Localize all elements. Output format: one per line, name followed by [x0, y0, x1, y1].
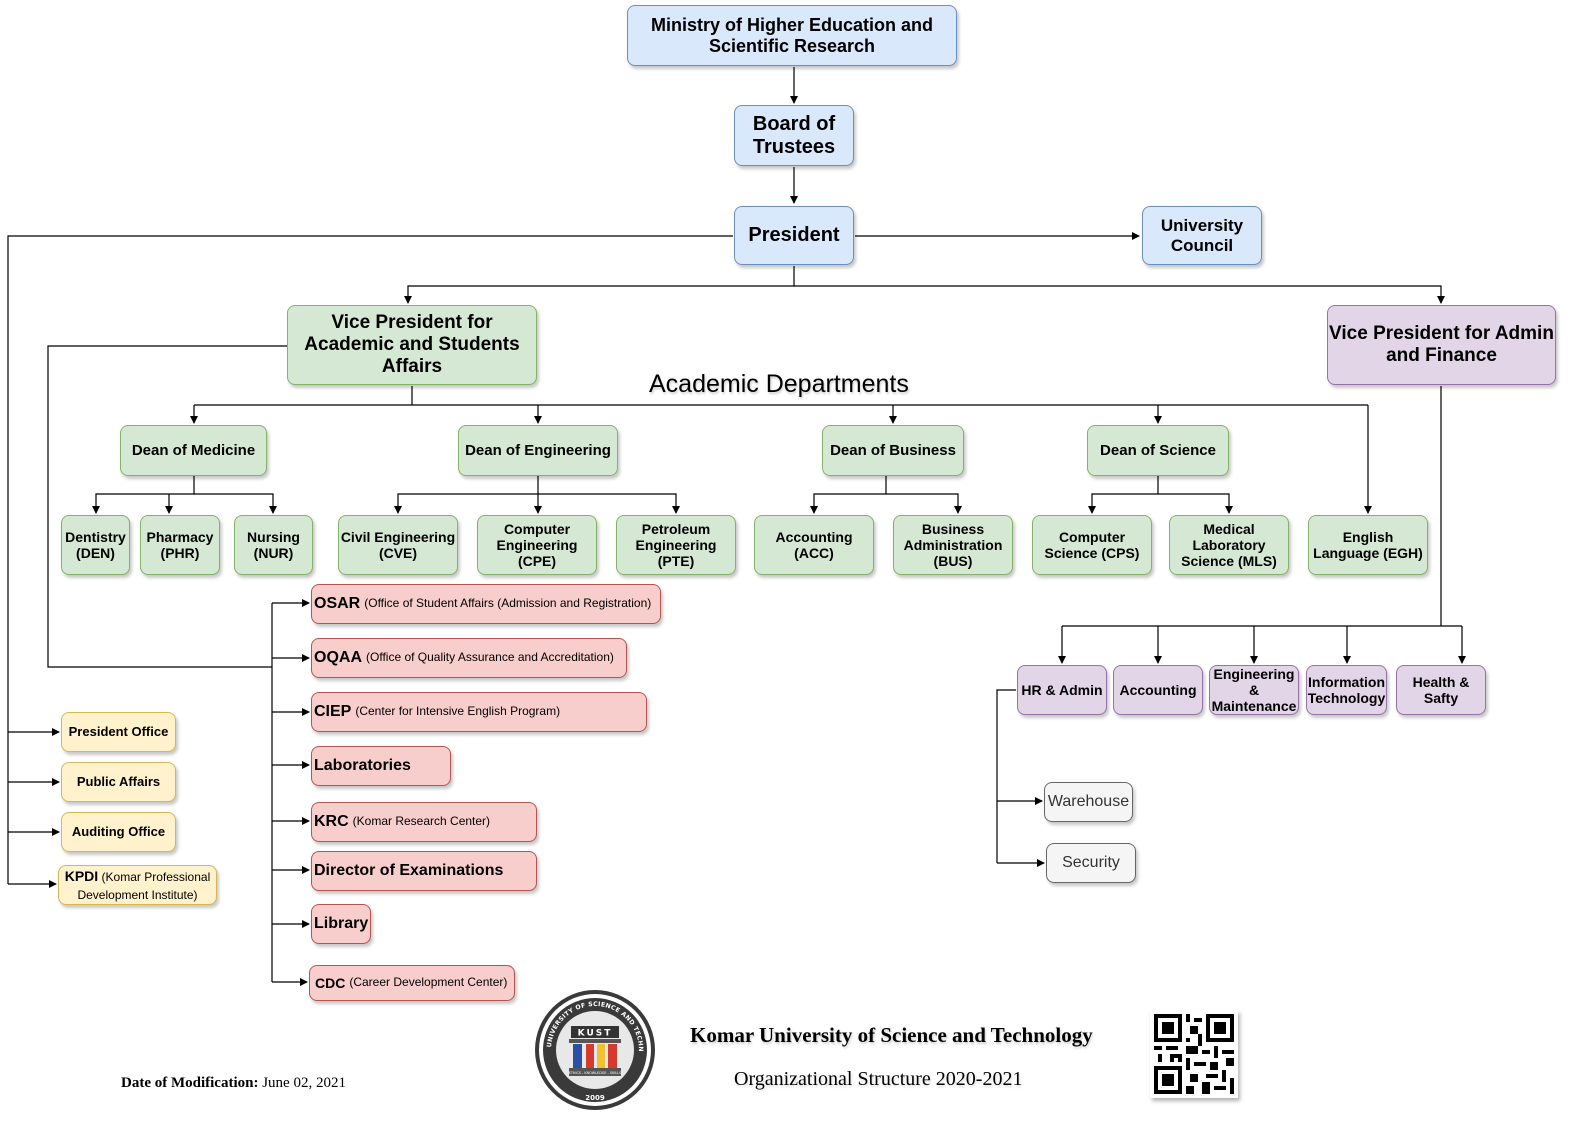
- office-labs-box: Laboratories: [311, 746, 451, 786]
- office-full: (Komar Research Center): [352, 814, 491, 829]
- dept-business-admin-label: Business Administration (BUS): [903, 520, 1003, 570]
- dept-english-label: English Language (EGH): [1313, 528, 1423, 561]
- dean-engineering-label: Dean of Engineering: [465, 441, 611, 459]
- dept-box: Computer Science (CPS): [1032, 515, 1152, 575]
- office-full: (Office of Quality Assurance and Accredi…: [366, 650, 614, 665]
- logo-badge: KUST: [578, 1029, 613, 1039]
- admin-unit-box: Information Technology: [1306, 665, 1387, 715]
- office-abbr: Director of Examinations: [314, 861, 504, 879]
- kpdi-abbr: KPDI: [64, 868, 99, 885]
- president-office-label: President Office: [68, 723, 169, 739]
- admin-unit-box: Engineering & Maintenance: [1209, 665, 1299, 715]
- dept-pharmacy-label: Pharmacy (PHR): [146, 528, 214, 561]
- office-library-box: Library: [311, 904, 371, 944]
- date-label: Date of Modification:: [121, 1075, 259, 1091]
- dean-business-box: Dean of Business: [822, 425, 964, 476]
- admin-unit-health-label: Health & Safty: [1412, 673, 1470, 706]
- dept-box: Pharmacy (PHR): [140, 515, 220, 575]
- council-box: University Council: [1142, 206, 1262, 265]
- security-box: Security: [1046, 843, 1136, 883]
- board-label: Board of Trustees: [752, 112, 836, 158]
- kpdi-box: KPDI (Komar Professional Development Ins…: [58, 865, 217, 905]
- dean-business-label: Dean of Business: [830, 441, 956, 459]
- office-full: (Center for Intensive English Program): [355, 704, 561, 719]
- admin-unit-box: Health & Safty: [1396, 665, 1486, 715]
- dept-computer-eng-label: Computer Engineering (CPE): [496, 520, 578, 570]
- auditing-office-box: Auditing Office: [61, 812, 176, 852]
- kpdi-label: KPDI (Komar Professional Development Ins…: [59, 866, 216, 904]
- office-full: (Office of Student Affairs (Admission an…: [364, 596, 652, 611]
- president-office-box: President Office: [61, 712, 176, 752]
- warehouse-box: Warehouse: [1044, 782, 1133, 822]
- auditing-office-label: Auditing Office: [71, 823, 166, 839]
- admin-unit-hr-label: HR & Admin: [1021, 681, 1103, 698]
- dept-nursing-label: Nursing (NUR): [247, 528, 300, 561]
- date-value: June 02, 2021: [262, 1075, 346, 1091]
- academic-departments-label: Academic Departments: [649, 370, 909, 398]
- dean-medicine-box: Dean of Medicine: [120, 425, 267, 476]
- logo-year: 2009: [585, 1094, 605, 1102]
- office-oqaa-box: OQAA (Office of Quality Assurance and Acc…: [311, 638, 627, 678]
- dept-box: Medical Laboratory Science (MLS): [1169, 515, 1289, 575]
- board-box: Board of Trustees: [734, 105, 854, 166]
- dept-box: Nursing (NUR): [234, 515, 313, 575]
- council-label: University Council: [1160, 215, 1244, 255]
- public-affairs-label: Public Affairs: [76, 773, 161, 789]
- dept-civil-label: Civil Engineering (CVE): [340, 528, 456, 561]
- university-logo: KOMAR UNIVERSITY OF SCIENCE AND TECHNOLO…: [533, 988, 655, 1110]
- vp-admin-box: Vice President for Admin and Finance: [1327, 305, 1556, 385]
- logo-motto: ETHICS - KNOWLEDGE - SKILLS: [569, 1071, 622, 1075]
- office-abbr: KRC: [314, 812, 349, 830]
- dept-dentistry-label: Dentistry (DEN): [65, 528, 126, 561]
- dept-box: Business Administration (BUS): [893, 515, 1013, 575]
- university-name: Komar University of Science and Technolo…: [690, 1023, 1093, 1047]
- security-label: Security: [1062, 853, 1120, 871]
- structure-subtitle: Organizational Structure 2020-2021: [734, 1068, 1023, 1090]
- ministry-label: Ministry of Higher Education and Scienti…: [650, 14, 933, 56]
- admin-unit-box: HR & Admin: [1017, 665, 1107, 715]
- dean-science-box: Dean of Science: [1087, 425, 1229, 476]
- vp-academic-label: Vice President for Academic and Students…: [304, 312, 520, 377]
- office-abbr: Library: [314, 914, 369, 932]
- dean-medicine-label: Dean of Medicine: [131, 441, 256, 459]
- office-exams-box: Director of Examinations: [311, 851, 537, 891]
- dept-petroleum-label: Petroleum Engineering (PTE): [635, 520, 717, 570]
- office-abbr: Laboratories: [314, 756, 411, 774]
- warehouse-label: Warehouse: [1047, 792, 1130, 810]
- date-of-modification: Date of Modification: June 02, 2021: [121, 1075, 346, 1092]
- office-krc-box: KRC(Komar Research Center): [311, 802, 537, 842]
- kpdi-full: (Komar Professional Development Institut…: [77, 870, 211, 902]
- office-full: (Career Development Center): [349, 975, 508, 990]
- vp-admin-label: Vice President for Admin and Finance: [1329, 323, 1554, 366]
- dept-box: Dentistry (DEN): [61, 515, 130, 575]
- president-label: President: [748, 224, 840, 246]
- admin-unit-box: Accounting: [1113, 665, 1203, 715]
- office-osar-box: OSAR(Office of Student Affairs (Admissio…: [311, 584, 661, 624]
- dept-medical-lab-label: Medical Laboratory Science (MLS): [1181, 520, 1277, 570]
- president-box: President: [734, 206, 854, 265]
- admin-unit-accounting-label: Accounting: [1119, 681, 1197, 698]
- office-abbr: OSAR: [314, 594, 361, 612]
- office-abbr: CIEP: [314, 702, 352, 720]
- dept-box: Petroleum Engineering (PTE): [616, 515, 736, 575]
- vp-academic-box: Vice President for Academic and Students…: [287, 305, 537, 385]
- ministry-box: Ministry of Higher Education and Scienti…: [627, 5, 957, 66]
- office-ciep-box: CIEP(Center for Intensive English Progra…: [311, 692, 647, 732]
- office-abbr: CDC: [315, 974, 346, 991]
- dept-box: Civil Engineering (CVE): [338, 515, 458, 575]
- qr-code-icon: [1150, 1010, 1238, 1098]
- office-abbr: OQAA: [314, 648, 362, 666]
- dept-box: English Language (EGH): [1308, 515, 1428, 575]
- office-cdc-box: CDC(Career Development Center): [309, 965, 515, 1001]
- admin-unit-it-label: Information Technology: [1307, 673, 1386, 706]
- dean-science-label: Dean of Science: [1100, 441, 1216, 459]
- admin-unit-engineering-label: Engineering & Maintenance: [1211, 665, 1297, 715]
- dept-box: Computer Engineering (CPE): [477, 515, 597, 575]
- dept-computer-sci-label: Computer Science (CPS): [1044, 528, 1140, 561]
- dept-accounting-label: Accounting (ACC): [775, 528, 853, 561]
- public-affairs-box: Public Affairs: [61, 762, 176, 802]
- dept-box: Accounting (ACC): [754, 515, 874, 575]
- dean-engineering-box: Dean of Engineering: [458, 425, 618, 476]
